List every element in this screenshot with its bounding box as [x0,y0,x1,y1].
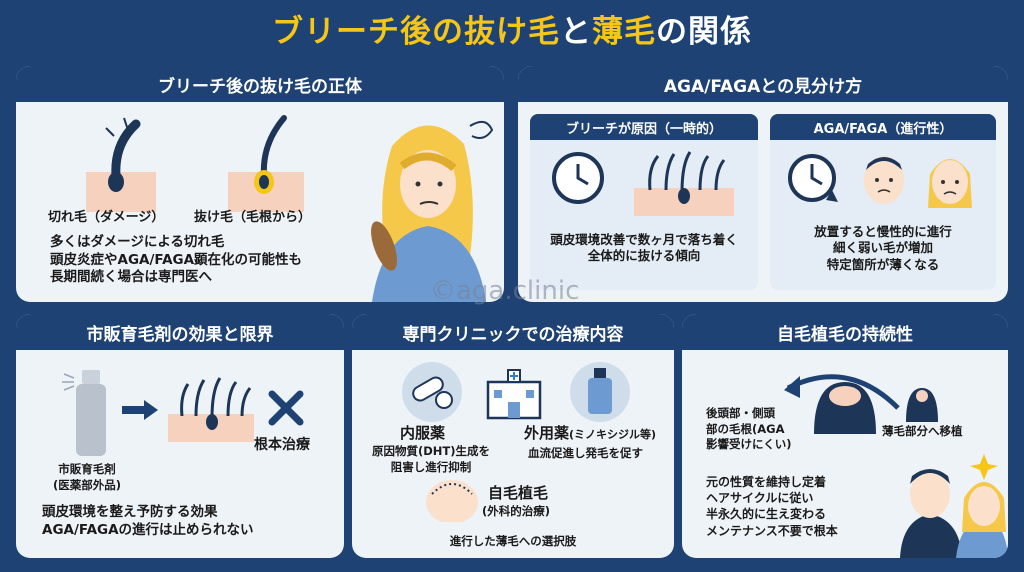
panel-aga-distinction: AGA/FAGAとの見分け方 ブリーチが原因（一時的） 頭皮環境改善で数ヶ月で落… [518,66,1008,302]
aga-line3: 特定箇所が薄くなる [826,256,940,272]
panel1-line3: 長期間続く場合は専門医へ [50,269,212,286]
transplant-arrow-icon [784,374,900,410]
title-part3: と [560,13,592,50]
thinning-woman-icon [928,159,972,208]
panel5-line3: 半永久的に生え変わる [706,507,827,522]
transplant-sub: (外科的治療) [482,504,551,518]
panel3-heading: 市販育毛剤の効果と限界 [16,314,344,350]
pill-icon [402,362,462,422]
panel3-line2: AGA/FAGAの進行は止められない [42,521,254,538]
oral-line1: 原因物質(DHT)生成を [371,444,491,458]
product-label-line2: (医薬部外品) [52,477,121,492]
healthy-scalp-icon [634,151,734,216]
cross-icon [268,390,304,426]
pulled-hair-icon [228,115,304,212]
panel-bleach-hairloss: ブリーチ後の抜け毛の正体 切れ毛（ダメージ） 抜け毛（毛根から） 多くはダメージ… [16,66,504,302]
back-head-icon [814,382,876,434]
bleach-line1: 頭皮環境改善で数ヶ月で落ち着く [550,232,738,247]
panel4-heading: 専門クリニックでの治療内容 [352,314,674,350]
small-head-icon [906,388,938,422]
panel5-line1: 元の性質を維持し定着 [706,475,827,489]
topical-line: 血流促進し発毛を促す [528,446,643,460]
panel-otc-growth: 市販育毛剤の効果と限界 根本治療 市販育毛剤 (医薬部外品) 頭皮環境を整え予防… [16,314,344,558]
aga-progressive-heading: AGA/FAGA（進行性） [770,114,996,140]
aga-line2: 細く弱い毛が増加 [832,240,933,256]
bleach-line2: 全体的に抜ける傾向 [587,248,701,264]
watermark: ©aga.clinic [430,276,580,306]
panel1-text: 多くはダメージによる切れ毛 頭皮炎症やAGA/FAGA顕在化の可能性も 長期間続… [50,234,302,287]
panel2-heading: AGA/FAGAとの見分け方 [518,66,1008,102]
panel1-heading: ブリーチ後の抜け毛の正体 [16,66,504,102]
oral-title: 内服薬 [400,424,446,442]
panel1-line2: 頭皮炎症やAGA/FAGA顕在化の可能性も [50,251,303,268]
donor-text: 後頭部・側頭 部の毛根(AGA 影響受けにくい) [706,406,792,453]
hospital-icon [486,369,542,420]
panel-clinic-treatment: 専門クリニックでの治療内容 内服薬 原因物質(DHT)生成を 阻害し進行抑制 外… [352,314,674,558]
donor-line1: 後頭部・側頭 [706,406,775,420]
panel3-line1: 頭皮環境を整え予防する効果 [42,504,218,520]
topical-sub: (ミノキシジル等) [569,428,657,441]
move-label: 薄毛部分へ移植 [882,424,963,438]
clock-icon [552,152,604,204]
arrow-right-icon [122,400,158,420]
panel-transplant-durability: 自毛植毛の持続性 後頭部・側頭 部の毛根(AGA 影響受けにくい) 薄毛部分へ移… [682,314,1008,558]
title-part1: ブリーチ後の [272,13,464,50]
oral-line2: 阻害し進行抑制 [390,459,472,474]
panel3-text: 頭皮環境を整え予防する効果 AGA/FAGAの進行は止められない [42,504,254,539]
clock-arrow-icon [788,154,838,202]
transplant-title: 自毛植毛 [488,484,549,502]
title-part2: 抜け毛 [464,13,560,50]
topical-bottle-icon [570,362,630,422]
label-cut-hair: 切れ毛（ダメージ） [48,210,165,225]
topical-title: 外用薬 [524,424,570,442]
panel5-text: 元の性質を維持し定着 ヘアサイクルに従い 半永久的に生え変わる メンテナンス不要… [706,474,838,539]
aga-line1: 放置すると慢性的に進行 [814,224,952,239]
worried-woman-illustration [371,120,494,302]
panel1-line1: 多くはダメージによる切れ毛 [50,234,225,250]
scalp-hair-icon [168,377,254,442]
panel5-line4: メンテナンス不要で根本 [706,523,838,538]
title-part4: 薄毛 [592,13,656,50]
aga-progressive-box: AGA/FAGA（進行性） 放置すると慢性的に進行 細く弱い毛が増加 特定箇所が… [770,114,996,290]
cut-hair-icon [86,117,156,212]
bleach-cause-text: 頭皮環境改善で数ヶ月で落ち着く 全体的に抜ける傾向 [530,232,758,265]
panel5-heading: 自毛植毛の持続性 [682,314,1008,350]
transplant-head-icon [426,480,478,522]
page-title: ブリーチ後の 抜け毛 と 薄毛 の関係 [0,0,1024,56]
thinning-man-icon [864,156,904,204]
product-label: 市販育毛剤 (医薬部外品) [42,462,132,493]
bleach-cause-box: ブリーチが原因（一時的） 頭皮環境改善で数ヶ月で落ち着く 全体的に抜ける傾向 [530,114,758,290]
donor-line3: 影響受けにくい) [706,437,792,452]
spray-bottle-icon [62,370,106,456]
transplant-bottom: 進行した薄毛への選択肢 [449,534,577,548]
donor-line2: 部の毛根(AGA [706,421,785,436]
oral-text: 原因物質(DHT)生成を 阻害し進行抑制 [360,444,502,475]
product-label-line1: 市販育毛剤 [58,462,116,476]
label-pulled-hair: 抜け毛（毛根から） [194,210,312,225]
bleach-cause-heading: ブリーチが原因（一時的） [530,114,758,140]
topical-title-wrap: 外用薬(ミノキシジル等) [524,424,656,444]
aga-progressive-text: 放置すると慢性的に進行 細く弱い毛が増加 特定箇所が薄くなる [770,224,996,273]
smiling-couple-illustration [900,454,1008,558]
no-root-label: 根本治療 [254,437,310,453]
panel5-line2: ヘアサイクルに従い [706,491,814,506]
title-part5: の関係 [656,13,752,50]
